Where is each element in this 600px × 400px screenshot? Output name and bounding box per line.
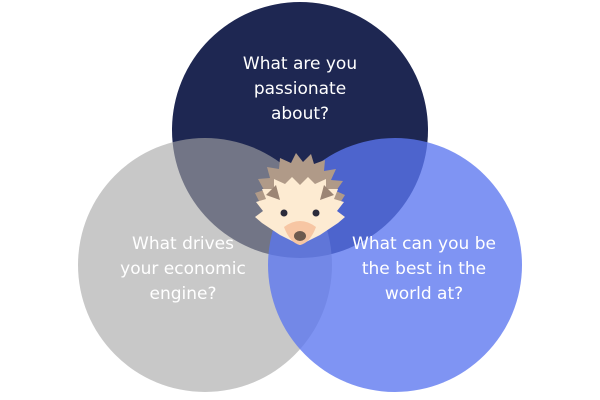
label-best-in-world: What can you be the best in the world at… (339, 232, 509, 307)
label-passion: What are you passionate about? (215, 52, 385, 127)
label-line: engine? (149, 284, 217, 304)
label-line: What are you (242, 54, 358, 74)
label-line: What drives (132, 234, 234, 254)
label-line: world at? (384, 284, 464, 304)
label-line: your economic (120, 259, 246, 279)
hedgehog-icon (255, 153, 345, 245)
label-line: passionate (253, 79, 347, 99)
label-line: What can you be (352, 234, 496, 254)
label-economic-engine: What drives your economic engine? (98, 232, 268, 307)
label-line: the best in the (361, 259, 487, 279)
label-line: about? (270, 104, 330, 124)
